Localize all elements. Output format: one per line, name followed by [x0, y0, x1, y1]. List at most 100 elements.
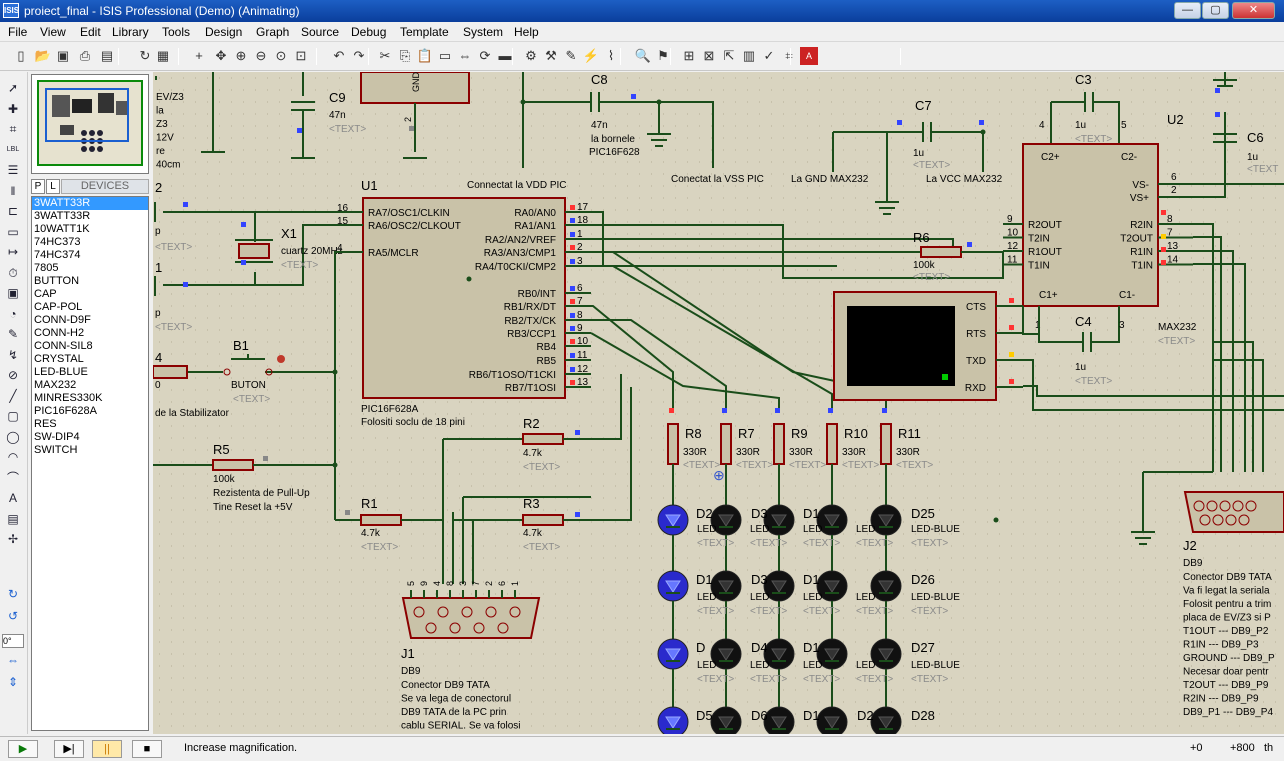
- r1-resistor[interactable]: [360, 514, 402, 526]
- library-manager-tab[interactable]: L: [46, 179, 60, 194]
- print-setup-icon[interactable]: ▤: [100, 48, 114, 63]
- new-icon[interactable]: ▯: [17, 48, 25, 63]
- device-item[interactable]: LED-BLUE: [34, 366, 88, 378]
- menu-source[interactable]: Source: [301, 25, 340, 39]
- decompose-icon[interactable]: ⚡: [582, 48, 600, 63]
- device-item[interactable]: SW-DIP4: [34, 431, 80, 443]
- rotation-angle-field[interactable]: 0°: [2, 634, 24, 648]
- device-item[interactable]: MINRES330K: [34, 392, 103, 404]
- device-item[interactable]: 7805: [34, 262, 59, 274]
- close-button[interactable]: ✕: [1232, 2, 1275, 19]
- mirror-y-icon[interactable]: ⇕: [7, 675, 19, 689]
- remove-sheet-icon[interactable]: ⊠: [703, 48, 715, 63]
- zoom-all-icon[interactable]: ⊙: [275, 48, 287, 63]
- device-item[interactable]: CAP-POL: [34, 301, 83, 313]
- r2-resistor[interactable]: [522, 433, 564, 445]
- pick-devices-tab[interactable]: P: [31, 179, 45, 194]
- device-item[interactable]: 10WATT1K: [34, 223, 90, 235]
- menu-tools[interactable]: Tools: [162, 25, 191, 39]
- zoom-out-icon[interactable]: ⊖: [255, 48, 267, 63]
- marker-icon[interactable]: ✢: [7, 532, 19, 546]
- device-item[interactable]: MAX232: [34, 379, 77, 391]
- exit-to-parent-icon[interactable]: ⇱: [723, 48, 735, 63]
- r3-resistor[interactable]: [522, 514, 564, 526]
- zoom-area-icon[interactable]: ⊡: [295, 48, 307, 63]
- menu-help[interactable]: Help: [514, 25, 539, 39]
- device-item[interactable]: BUTTON: [34, 275, 80, 287]
- menu-library[interactable]: Library: [112, 25, 149, 39]
- subcircuit-icon[interactable]: ⊏: [7, 204, 19, 218]
- bus-icon[interactable]: ‖: [10, 183, 16, 198]
- pan-icon[interactable]: ✥: [215, 48, 227, 63]
- wire-label-icon[interactable]: LBL: [6, 145, 20, 153]
- packaging-icon[interactable]: ✎: [565, 48, 577, 63]
- pause-button[interactable]: ||: [92, 740, 122, 758]
- copy-icon[interactable]: ⎘: [399, 48, 411, 63]
- menu-design[interactable]: Design: [205, 25, 243, 39]
- menu-template[interactable]: Template: [400, 25, 449, 39]
- block-rotate-icon[interactable]: ⟳: [479, 48, 491, 63]
- regulator-body[interactable]: [360, 72, 470, 104]
- block-delete-icon[interactable]: ▬: [498, 48, 512, 63]
- terminal-screen[interactable]: [847, 306, 955, 386]
- device-item[interactable]: RES: [34, 418, 57, 430]
- wire-autorouter-icon[interactable]: ⌇: [607, 48, 615, 63]
- r6-resistor[interactable]: [920, 246, 962, 258]
- component-icon[interactable]: ✚: [7, 101, 19, 116]
- text-script-icon[interactable]: ☰: [7, 163, 19, 177]
- search-icon[interactable]: 🔍: [634, 48, 652, 63]
- menu-graph[interactable]: Graph: [256, 25, 290, 39]
- ares-icon[interactable]: A: [800, 47, 818, 65]
- selection-icon[interactable]: ➚: [7, 81, 19, 95]
- block-move-icon[interactable]: ⇔: [458, 48, 472, 63]
- play-button[interactable]: ▶: [8, 740, 38, 758]
- current-probe-icon[interactable]: ↯: [7, 347, 19, 362]
- stabilizer-resistor[interactable]: [153, 365, 188, 379]
- led-resistor[interactable]: [773, 423, 785, 465]
- device-item[interactable]: CRYSTAL: [34, 353, 84, 365]
- device-item[interactable]: CONN-H2: [34, 327, 85, 339]
- new-sheet-icon[interactable]: ⊞: [683, 48, 695, 63]
- device-item[interactable]: CONN-SIL8: [34, 340, 93, 352]
- stop-button[interactable]: ■: [132, 740, 162, 758]
- menu-system[interactable]: System: [463, 25, 504, 39]
- terminal-icon[interactable]: ▭: [7, 224, 19, 239]
- symbol-icon[interactable]: ▤: [7, 511, 19, 526]
- voltage-probe-icon[interactable]: ✎: [7, 327, 19, 341]
- grid-icon[interactable]: ▦: [156, 48, 170, 63]
- instrument-icon[interactable]: ⊘: [7, 368, 19, 382]
- text-icon[interactable]: A: [8, 491, 17, 505]
- device-item[interactable]: CONN-D9F: [34, 314, 91, 326]
- netlist-icon[interactable]: ⌗: [785, 48, 793, 63]
- menu-view[interactable]: View: [40, 25, 66, 39]
- device-item[interactable]: PIC16F628A: [34, 405, 97, 417]
- led-resistor[interactable]: [667, 423, 679, 465]
- erc-icon[interactable]: ✓: [763, 48, 775, 63]
- line-icon[interactable]: ╱: [9, 388, 17, 403]
- origin-icon[interactable]: +: [195, 48, 203, 63]
- rotate-ccw-icon[interactable]: ↺: [7, 609, 19, 623]
- property-tool-icon[interactable]: ⚑: [657, 48, 669, 63]
- led-resistor[interactable]: [826, 423, 838, 465]
- paste-icon[interactable]: 📋: [416, 48, 434, 63]
- crystal-x1[interactable]: [238, 243, 270, 259]
- arc-icon[interactable]: ◠: [7, 450, 19, 464]
- print-icon[interactable]: ⎙: [79, 48, 91, 63]
- junction-icon[interactable]: ⌗: [9, 122, 17, 136]
- db9-j1-connector[interactable]: [401, 597, 541, 639]
- led-resistor[interactable]: [880, 423, 892, 465]
- circle-icon[interactable]: ◯: [6, 429, 20, 444]
- refresh-icon[interactable]: ↻: [139, 48, 151, 63]
- device-item[interactable]: 74HC374: [34, 249, 81, 261]
- device-item[interactable]: CAP: [34, 288, 57, 300]
- box-icon[interactable]: ▢: [7, 409, 19, 423]
- save-icon[interactable]: ▣: [56, 48, 70, 63]
- generator-icon[interactable]: ◔: [9, 306, 17, 321]
- block-copy-icon[interactable]: ▭: [438, 48, 452, 63]
- pick-device-icon[interactable]: ⚙: [525, 48, 537, 63]
- r5-resistor[interactable]: [212, 459, 254, 471]
- bill-of-materials-icon[interactable]: ▥: [742, 48, 756, 63]
- schematic-drawing[interactable]: EV/Z3laZ312Vre40cmC947n<TEXT>GND2C847nla…: [153, 72, 1284, 734]
